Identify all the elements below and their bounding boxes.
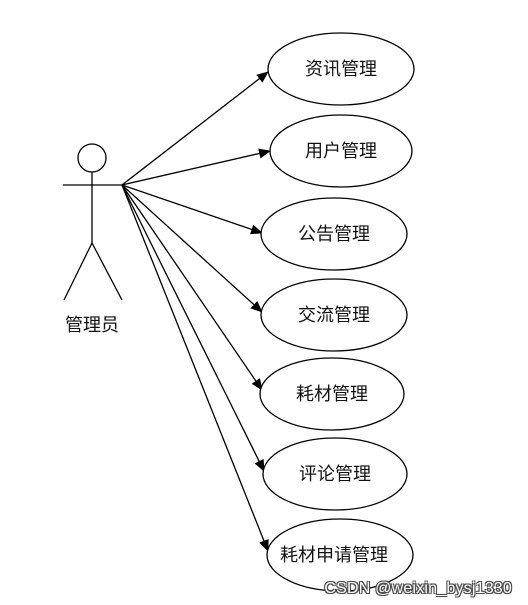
actor-right-leg <box>91 242 123 301</box>
arrow-to-usecase-6 <box>121 184 265 472</box>
use-case-5: 耗材管理 <box>259 357 405 431</box>
use-case-ellipse <box>259 357 405 431</box>
use-case-ellipse <box>267 32 415 106</box>
watermark-text: CSDN @weixin_bysj1330 <box>324 580 512 597</box>
arrow-to-usecase-3 <box>121 184 263 235</box>
actor-label: 管理员 <box>65 315 119 336</box>
use-case-label: 公告管理 <box>298 224 370 245</box>
use-case-3: 公告管理 <box>260 197 408 271</box>
arrow-to-usecase-4 <box>121 184 263 313</box>
actor-left-leg <box>63 242 93 301</box>
arrow-to-usecase-5 <box>121 184 263 391</box>
use-case-label: 耗材管理 <box>296 384 368 405</box>
use-case-label: 评论管理 <box>299 464 371 485</box>
use-case-ellipse <box>262 437 408 511</box>
actor-head <box>77 143 107 173</box>
use-case-ellipse <box>269 114 413 188</box>
use-case-ellipse <box>260 197 408 271</box>
association-arrows <box>121 71 271 552</box>
arrow-to-usecase-7 <box>121 184 269 552</box>
use-case-ellipse <box>266 518 414 592</box>
use-case-label: 耗材申请管理 <box>280 545 388 566</box>
use-case-6: 评论管理 <box>262 437 408 511</box>
actor-figure <box>63 143 123 301</box>
use-case-ellipse <box>260 278 408 352</box>
use-case-2: 用户管理 <box>269 114 413 188</box>
use-case-4: 交流管理 <box>260 278 408 352</box>
use-case-7: 耗材申请管理 <box>266 518 414 592</box>
use-case-ellipses: 资讯管理 用户管理 公告管理 交流管理 耗材管理 评论管理 耗材申请管理 <box>259 32 415 592</box>
use-case-1: 资讯管理 <box>267 32 415 106</box>
use-case-label: 交流管理 <box>298 305 370 326</box>
use-case-label: 资讯管理 <box>305 59 377 80</box>
arrow-to-usecase-1 <box>121 71 269 186</box>
use-case-label: 用户管理 <box>305 141 377 162</box>
arrow-to-usecase-2 <box>121 148 271 186</box>
